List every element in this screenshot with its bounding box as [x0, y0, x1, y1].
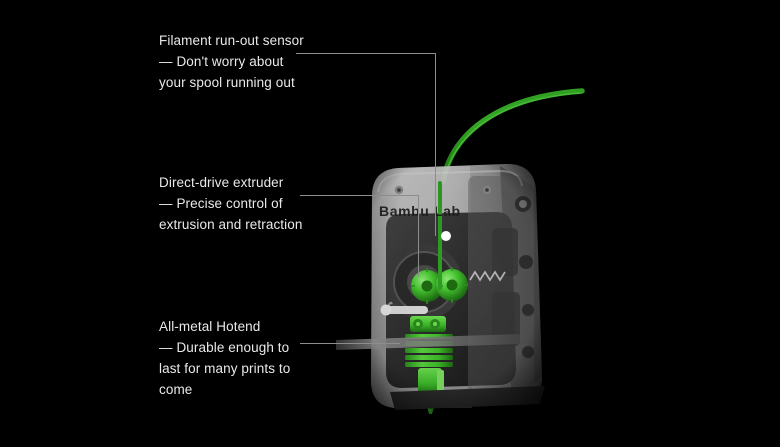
annotation-filament-run-out-sensor: Filament run-out sensor — Don't worry ab… [159, 33, 304, 90]
annotation-direct-drive-extruder: Direct-drive extruder — Precise control … [159, 175, 303, 232]
green-filament-tube [440, 88, 585, 185]
brand-wordmark: Bambu Lab [379, 203, 461, 219]
extruder-drive-gears [411, 267, 468, 304]
tensioner-spring [469, 270, 506, 282]
idler-lever-arm [380, 304, 428, 316]
right-side-plate [468, 176, 534, 394]
annotation-all-metal-hotend: All-metal Hotend — Durable enough to las… [159, 319, 291, 397]
carriage-plate [336, 334, 545, 410]
green-filament-tube-highlight [443, 92, 581, 183]
